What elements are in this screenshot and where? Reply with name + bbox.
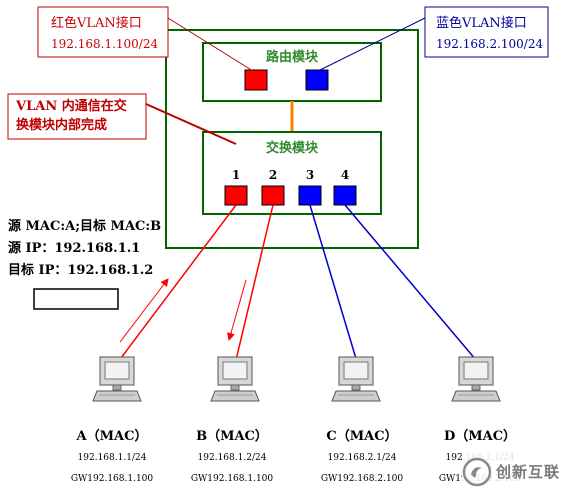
port-number-2: 2 [269,168,277,182]
host-b-gw: GW192.168.1.100 [191,474,274,484]
host-d-name: D（MAC） [444,428,516,444]
intra-vlan-note-line2: 换模块内部完成 [16,117,107,133]
port-number-1: 1 [232,168,240,182]
red-vlan-callout-leader [167,17,254,72]
computer-icon [451,356,501,402]
frame-mac-line: 源 MAC:A;目标 MAC:B [8,218,161,234]
blue-vlan-callout-ip: 192.168.2.100/24 [436,37,543,51]
intra-vlan-note-leader [145,103,237,145]
blue-vlan-callout-leader [317,17,426,72]
computer-icon [92,356,142,402]
blue-vlan-callout-box [424,6,549,58]
intra-vlan-note-box [7,93,147,140]
computer-icon [210,356,260,402]
red-vlan-interface [244,69,268,91]
host-a-name: A（MAC） [76,428,148,444]
traffic-arrow-down [227,279,247,341]
switch-module-label: 交换模块 [266,140,319,156]
link-port4-host-d [344,204,477,361]
host-b-ip: 192.168.1.2/24 [198,453,267,463]
frame-src-ip-line: 源 IP：192.168.1.1 [8,240,140,256]
computer-icon [331,356,381,402]
blue-vlan-interface [305,69,329,91]
host-a-gw: GW192.168.1.100 [71,474,154,484]
host-a-ip: 192.168.1.1/24 [78,453,147,463]
router-module-box [202,42,382,102]
frame-payload-box [33,288,119,310]
host-c-name: C（MAC） [326,428,397,444]
swirl-logo-icon [462,457,492,486]
traffic-arrow-up [119,278,169,343]
red-vlan-callout-ip: 192.168.1.100/24 [51,37,158,51]
frame-dst-ip-line: 目标 IP：192.168.1.2 [8,262,153,278]
port-1 [224,185,248,206]
link-port2-host-b [235,204,274,361]
router-module-label: 路由模块 [266,49,319,65]
port-number-3: 3 [306,168,314,182]
host-b-name: B（MAC） [196,428,268,444]
watermark: 创新互联 [462,452,566,491]
red-vlan-callout-box [37,6,169,58]
watermark-text: 创新互联 [496,463,561,481]
link-port1-host-a [117,204,237,363]
port-number-4: 4 [341,168,349,182]
host-c-ip: 192.168.2.1/24 [328,453,397,463]
port-2 [261,185,285,206]
link-port3-host-c [309,204,358,363]
intra-vlan-note-line1: VLAN 内通信在交 [15,98,127,114]
port-3 [298,185,322,206]
port-4 [333,185,357,206]
blue-vlan-callout-title: 蓝色VLAN接口 [436,15,527,31]
red-vlan-callout-title: 红色VLAN接口 [51,15,142,31]
host-c-gw: GW192.168.2.100 [321,474,404,484]
